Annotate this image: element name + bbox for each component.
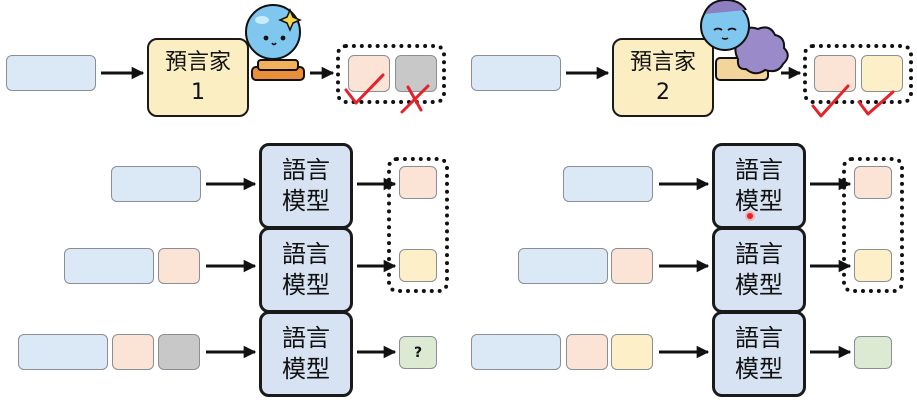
left-output-token-yellow — [399, 249, 437, 282]
left-language-model-1: 語言 模型 — [259, 143, 353, 229]
left-row3-token-gray — [158, 334, 200, 370]
right-language-model-2: 語言 模型 — [712, 227, 806, 313]
oracle1-number: 1 — [191, 79, 205, 105]
right-output-group — [842, 157, 904, 293]
right-row2-input-box — [518, 248, 608, 284]
left-row3-token-peach — [112, 334, 154, 370]
oracle2-number: 2 — [656, 79, 670, 105]
left-row1-input-box — [111, 166, 201, 202]
right-output-token-yellow — [854, 249, 892, 282]
right-row1-input-box — [563, 166, 653, 202]
oracle2-output-token-yellow — [861, 55, 903, 92]
right-row2-token-peach — [611, 248, 653, 284]
left-row2-token-peach — [158, 248, 200, 284]
oracle1-input-box — [6, 55, 96, 91]
left-row2-input-box — [64, 248, 154, 284]
sleeping-creature-with-cloud-icon — [700, 0, 789, 81]
oracle1-output-group — [336, 44, 446, 104]
oracle2-box: 預言家 2 — [612, 38, 714, 117]
oracle2-output-token-peach — [814, 55, 856, 92]
left-output-token-unknown: ? — [399, 336, 437, 369]
right-row3-token-yellow — [611, 334, 653, 370]
oracle1-label: 預言家 — [164, 49, 231, 75]
right-output-token-peach — [854, 166, 892, 199]
oracle1-box: 預言家 1 — [147, 38, 249, 117]
left-language-model-2: 語言 模型 — [259, 227, 353, 313]
oracle1-output-token-gray — [395, 55, 437, 92]
right-language-model-3: 語言 模型 — [712, 311, 806, 397]
left-output-group — [387, 157, 449, 293]
right-output-token-green — [854, 336, 892, 369]
oracle2-input-box — [471, 55, 561, 91]
oracle1-output-token-peach — [348, 55, 390, 92]
left-row3-input-box — [18, 334, 108, 370]
right-row3-token-peach — [566, 334, 608, 370]
left-language-model-3: 語言 模型 — [259, 311, 353, 397]
right-row3-input-box — [471, 334, 561, 370]
wizard-with-crystal-ball-icon — [245, 4, 305, 81]
oracle2-label: 預言家 — [629, 49, 696, 75]
left-output-token-peach — [399, 166, 437, 199]
right-language-model-1: 語言 模型 — [712, 143, 806, 229]
